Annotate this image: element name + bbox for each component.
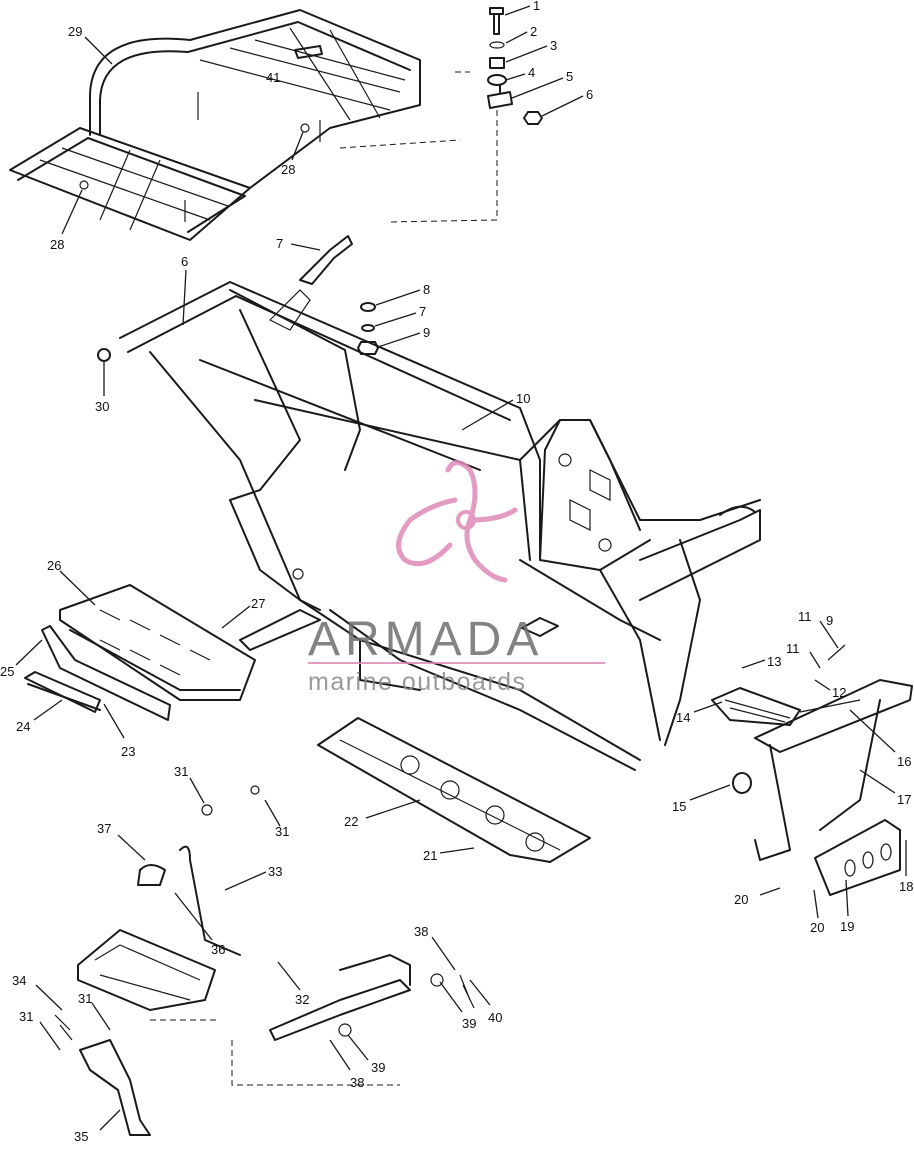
callout-7-upper: 7 [276,236,283,251]
main-frame [119,281,761,771]
callout-30: 30 [95,399,109,414]
callout-4: 4 [528,65,535,80]
callout-11-lower: 11 [786,641,800,656]
callout-17: 17 [897,792,911,807]
callout-28-lower: 28 [50,237,64,252]
callout-21: 21 [423,848,437,863]
callout-8: 8 [423,282,430,297]
callout-25: 25 [0,664,14,679]
watermark-logo-dot [456,510,476,530]
callout-22: 22 [344,814,358,829]
callout-40: 40 [488,1010,502,1025]
callout-33: 33 [268,864,282,879]
front-bumper [24,584,256,721]
callout-41: 41 [266,70,280,85]
callout-34: 34 [12,973,26,988]
callout-3: 3 [550,38,557,53]
rear-rack [9,9,421,241]
callout-31-b: 31 [275,824,289,839]
callout-1: 1 [533,0,540,13]
callout-20-b: 20 [810,920,824,935]
callout-31-d: 31 [19,1009,33,1024]
callout-26: 26 [47,558,61,573]
callout-27: 27 [251,596,265,611]
bracket-7 [299,235,353,285]
callout-35: 35 [74,1129,88,1144]
callout-31-a: 31 [174,764,188,779]
left-footrest [54,785,475,1136]
callout-16: 16 [897,754,911,769]
callout-12: 12 [832,685,846,700]
callout-19: 19 [840,919,854,934]
callout-13: 13 [767,654,781,669]
callout-2: 2 [530,24,537,39]
callout-29: 29 [68,24,82,39]
callout-38-upper: 38 [414,924,428,939]
watermark-title: ARMADA [308,613,543,666]
callout-10: 10 [516,391,530,406]
callout-36: 36 [211,942,225,957]
callout-6-frame: 6 [181,254,188,269]
callout-23: 23 [121,744,135,759]
skid-plate [317,717,591,863]
mount-hardware-stack [339,7,543,223]
callout-9-right: 9 [826,613,833,628]
callout-7-lower: 7 [419,304,426,319]
callout-20-a: 20 [734,892,748,907]
callout-15: 15 [672,799,686,814]
callout-24: 24 [16,719,30,734]
callout-9-upper: 9 [423,325,430,340]
watermark-subtitle: marine outboards [308,668,527,696]
callout-11-upper: 11 [798,609,812,624]
callout-14: 14 [676,710,690,725]
callout-32: 32 [295,992,309,1007]
callout-5: 5 [566,69,573,84]
nut-washer-group [357,302,379,355]
callout-38-lower: 38 [350,1075,364,1090]
right-footrest [711,644,913,896]
callout-39-right: 39 [462,1016,476,1031]
callout-18: 18 [899,879,913,894]
callout-39-left: 39 [371,1060,385,1075]
watermark: ARMADA marine outboards [308,460,605,696]
plug-30 [97,348,111,362]
callout-31-c: 31 [78,991,92,1006]
callout-28-upper: 28 [281,162,295,177]
callout-37: 37 [97,821,111,836]
callout-6: 6 [586,87,593,102]
